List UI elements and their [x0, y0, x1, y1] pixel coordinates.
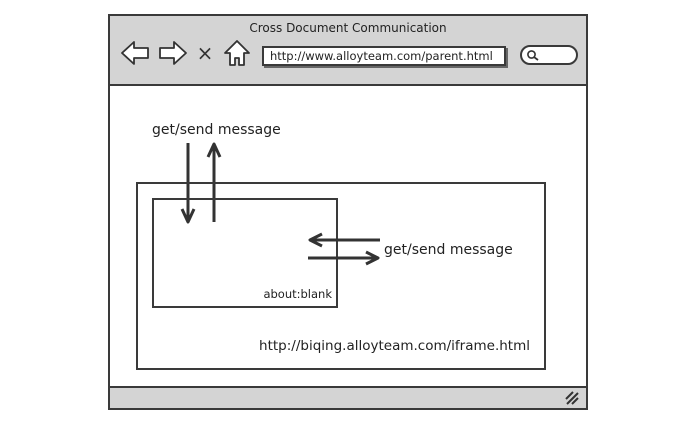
inner-document-box: about:blank — [152, 198, 338, 308]
address-bar[interactable]: http://www.alloyteam.com/parent.html — [262, 46, 506, 66]
right-message-label: get/send message — [384, 242, 513, 258]
iframe-url-label: http://biqing.alloyteam.com/iframe.html — [259, 338, 530, 354]
resize-grip-icon[interactable] — [564, 390, 580, 406]
status-bar — [110, 386, 586, 408]
home-icon[interactable] — [222, 38, 252, 68]
title-bar: Cross Document Communication × http://ww… — [110, 16, 586, 86]
browser-window: Cross Document Communication × http://ww… — [108, 14, 588, 410]
up-arrow — [206, 142, 222, 222]
search-icon — [527, 50, 539, 61]
window-title: Cross Document Communication — [249, 21, 447, 35]
search-input[interactable] — [520, 45, 578, 65]
page-content: get/send message about:blank http://biqi… — [110, 86, 586, 388]
left-arrow-icon[interactable] — [120, 38, 150, 68]
top-message-label: get/send message — [152, 122, 281, 138]
left-arrow — [308, 232, 380, 248]
inner-document-label: about:blank — [263, 287, 332, 301]
right-arrow — [308, 250, 380, 266]
right-arrow-icon[interactable] — [158, 38, 188, 68]
iframe-box: about:blank http://biqing.alloyteam.com/… — [136, 182, 546, 370]
close-icon[interactable]: × — [196, 41, 214, 65]
